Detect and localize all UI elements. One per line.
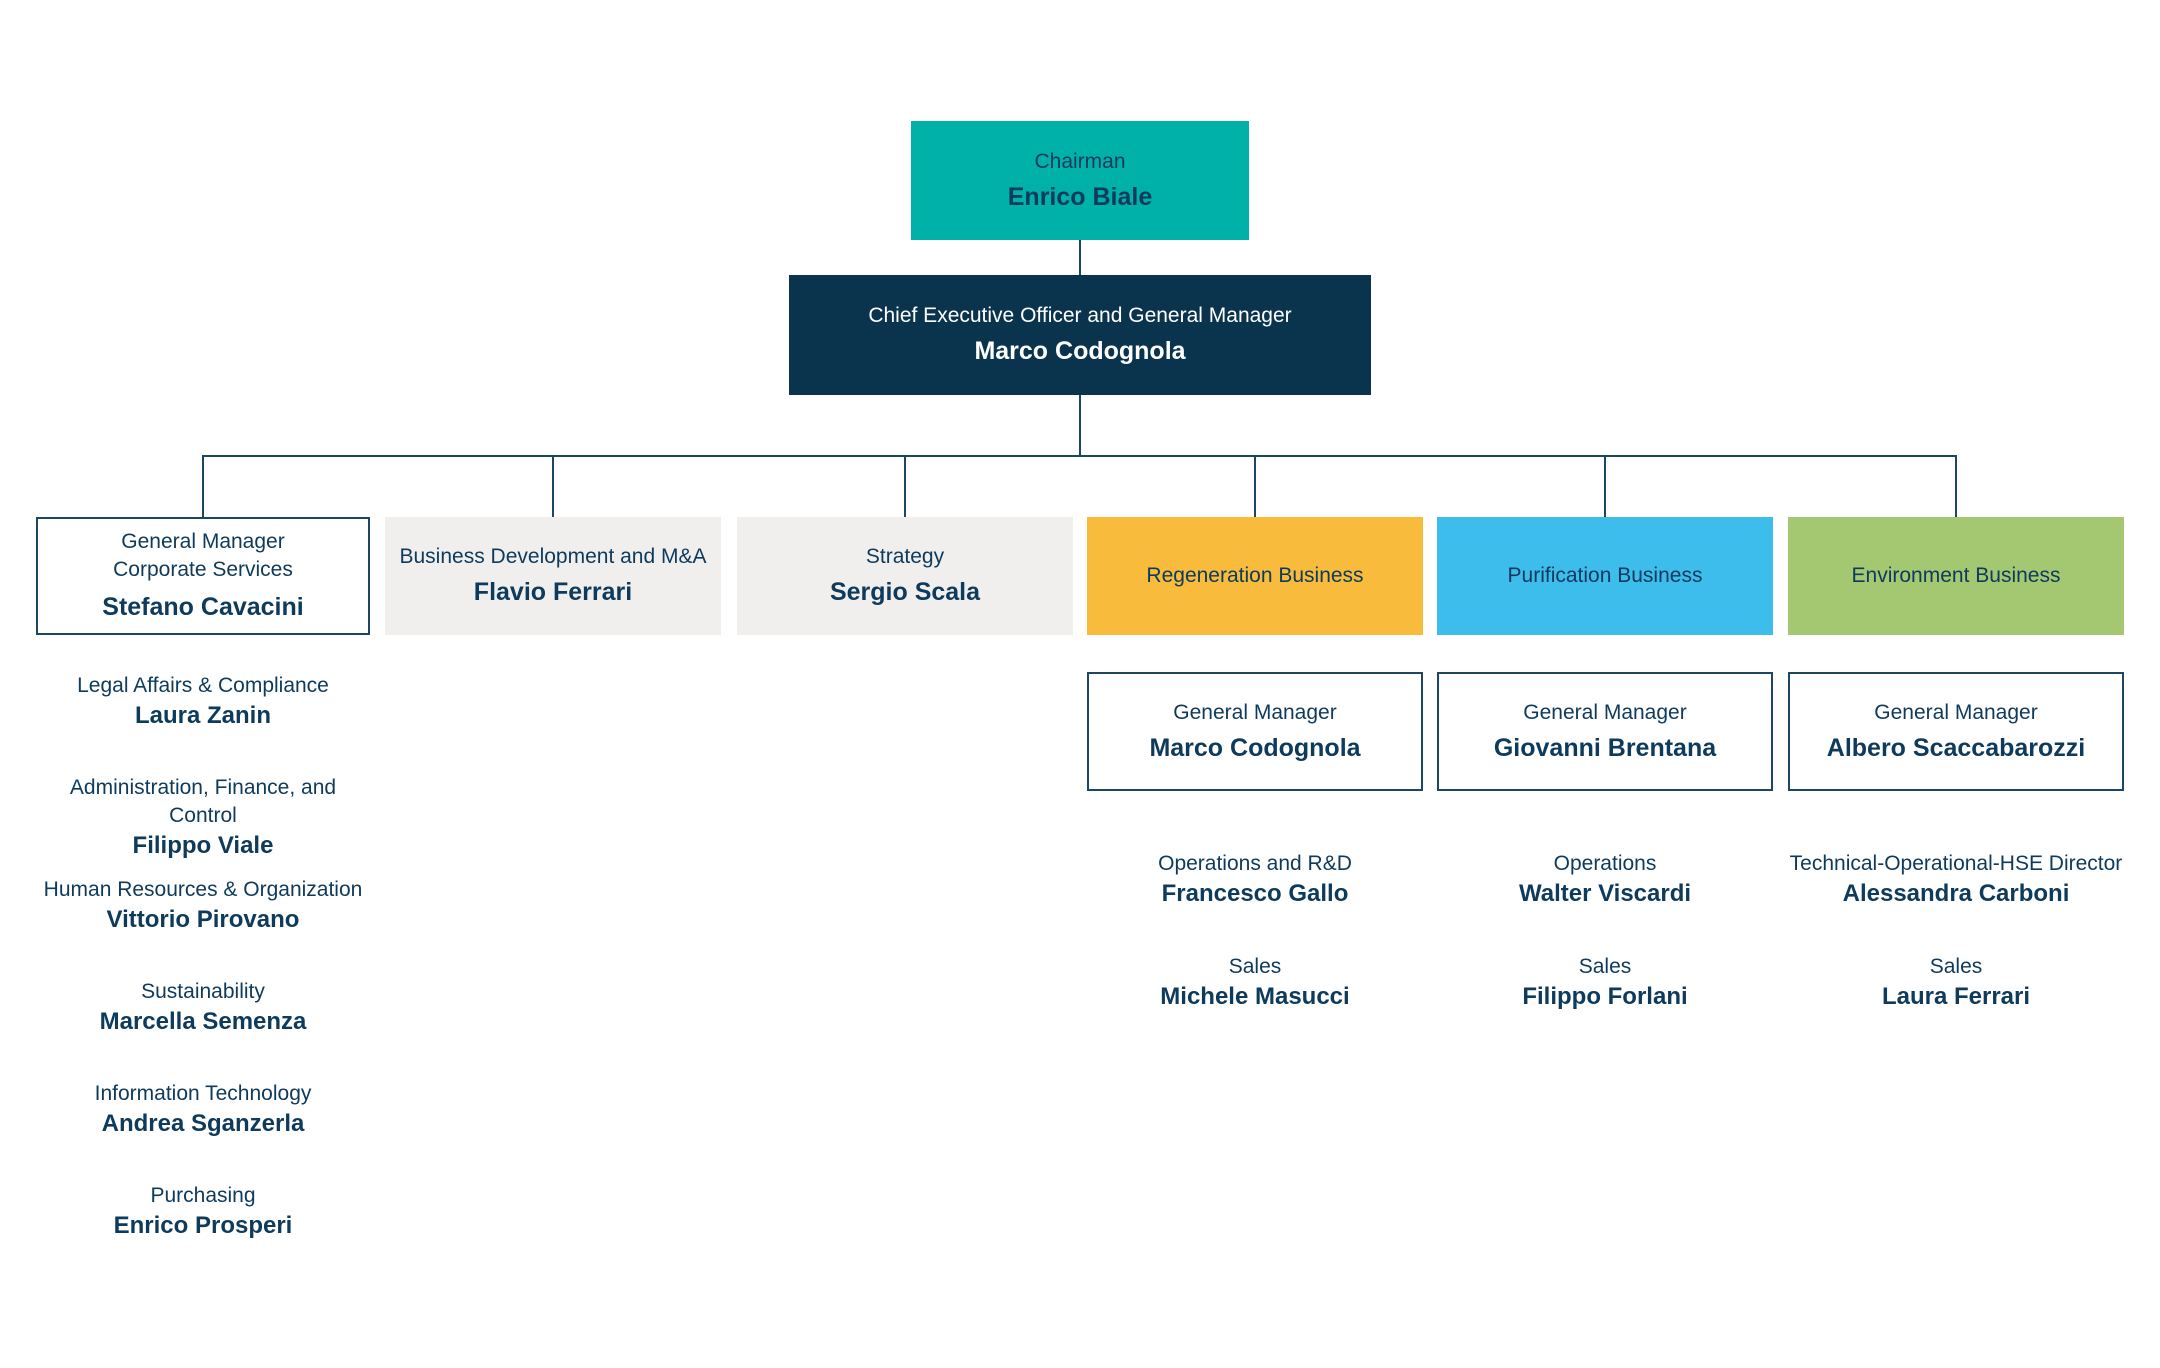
role-name: Enrico Prosperi	[113, 1212, 293, 1239]
node-title: General Manager	[1173, 700, 1337, 724]
node-name: Sergio Scala	[829, 578, 981, 606]
node-gm-environment: General Manager Albero Scaccabarozzi	[1788, 672, 2124, 791]
node-title: Chairman	[1034, 149, 1126, 173]
role-sales-regeneration: Sales Michele Masucci	[1087, 953, 1423, 1013]
role-title: Operations and R&D	[1158, 852, 1352, 875]
role-administration-finance-control: Administration, Finance, and Control Fil…	[36, 774, 370, 859]
role-name: Filippo Viale	[132, 832, 274, 859]
role-name: Filippo Forlani	[1522, 983, 1688, 1010]
node-name: Stefano Cavacini	[102, 593, 304, 621]
role-title: Operations	[1553, 852, 1657, 875]
role-name: Laura Zanin	[134, 702, 272, 729]
node-title: Chief Executive Officer and General Mana…	[868, 304, 1292, 327]
role-name: Marcella Semenza	[99, 1008, 307, 1035]
role-operations-rd-regeneration: Operations and R&D Francesco Gallo	[1087, 850, 1423, 910]
node-gm-purification: General Manager Giovanni Brentana	[1437, 672, 1773, 791]
role-information-technology: Information Technology Andrea Sganzerla	[36, 1080, 370, 1140]
node-chairman: Chairman Enrico Biale	[911, 121, 1249, 240]
node-name: Flavio Ferrari	[473, 578, 633, 606]
role-technical-operational-hse-director: Technical-Operational-HSE Director Aless…	[1788, 850, 2124, 910]
role-title: Sustainability	[141, 980, 265, 1003]
role-name: Walter Viscardi	[1518, 880, 1692, 907]
role-title: Human Resources & Organization	[43, 878, 363, 901]
role-title: Sales	[1578, 955, 1632, 978]
node-gm-regeneration: General Manager Marco Codognola	[1087, 672, 1423, 791]
node-ceo: Chief Executive Officer and General Mana…	[789, 275, 1371, 395]
node-purification-business: Purification Business	[1437, 517, 1773, 635]
role-title: Technical-Operational-HSE Director	[1789, 852, 2123, 875]
node-title: Business Development and M&A	[399, 545, 707, 568]
role-title: Information Technology	[94, 1082, 312, 1105]
node-label: Environment Business	[1851, 564, 2061, 587]
node-name: Enrico Biale	[1007, 182, 1153, 211]
role-operations-purification: Operations Walter Viscardi	[1437, 850, 1773, 910]
node-title-line: General Manager	[121, 530, 285, 553]
node-name: Marco Codognola	[974, 337, 1186, 365]
role-title: Sales	[1929, 955, 1983, 978]
node-environment-business: Environment Business	[1788, 517, 2124, 635]
node-name: Albero Scaccabarozzi	[1826, 733, 2086, 762]
role-name: Francesco Gallo	[1161, 880, 1349, 907]
node-name: Giovanni Brentana	[1493, 733, 1717, 762]
role-sustainability: Sustainability Marcella Semenza	[36, 978, 370, 1038]
role-name: Michele Masucci	[1160, 983, 1350, 1010]
role-legal-affairs-compliance: Legal Affairs & Compliance Laura Zanin	[36, 672, 370, 732]
role-sales-purification: Sales Filippo Forlani	[1437, 953, 1773, 1013]
purification-business-column: General Manager Giovanni Brentana Operat…	[1437, 672, 1773, 1013]
role-name: Laura Ferrari	[1881, 983, 2031, 1010]
role-title: Purchasing	[150, 1184, 256, 1207]
role-title: Legal Affairs & Compliance	[77, 674, 329, 697]
node-title: Strategy	[865, 545, 945, 568]
node-label: Regeneration Business	[1146, 564, 1364, 587]
regeneration-business-column: General Manager Marco Codognola Operatio…	[1087, 672, 1423, 1013]
node-corporate-services: General Manager Corporate Services Stefa…	[36, 517, 370, 635]
environment-business-column: General Manager Albero Scaccabarozzi Tec…	[1788, 672, 2124, 1013]
node-title: General Manager	[1523, 700, 1687, 724]
node-label: Purification Business	[1507, 564, 1703, 587]
node-title-line: Corporate Services	[113, 558, 293, 581]
node-business-development: Business Development and M&A Flavio Ferr…	[385, 517, 721, 635]
node-regeneration-business: Regeneration Business	[1087, 517, 1423, 635]
role-name: Andrea Sganzerla	[101, 1110, 305, 1137]
role-purchasing: Purchasing Enrico Prosperi	[36, 1182, 370, 1242]
role-sales-environment: Sales Laura Ferrari	[1788, 953, 2124, 1013]
node-strategy: Strategy Sergio Scala	[737, 517, 1073, 635]
role-title: Administration, Finance, and Control	[69, 776, 337, 827]
role-title: Sales	[1228, 955, 1282, 978]
role-name: Alessandra Carboni	[1842, 880, 2070, 907]
corporate-services-role-list: Legal Affairs & Compliance Laura Zanin A…	[36, 672, 370, 1284]
role-name: Vittorio Pirovano	[106, 906, 300, 933]
node-name: Marco Codognola	[1149, 733, 1361, 762]
role-human-resources-organization: Human Resources & Organization Vittorio …	[36, 876, 370, 936]
node-title: General Manager	[1874, 700, 2038, 724]
